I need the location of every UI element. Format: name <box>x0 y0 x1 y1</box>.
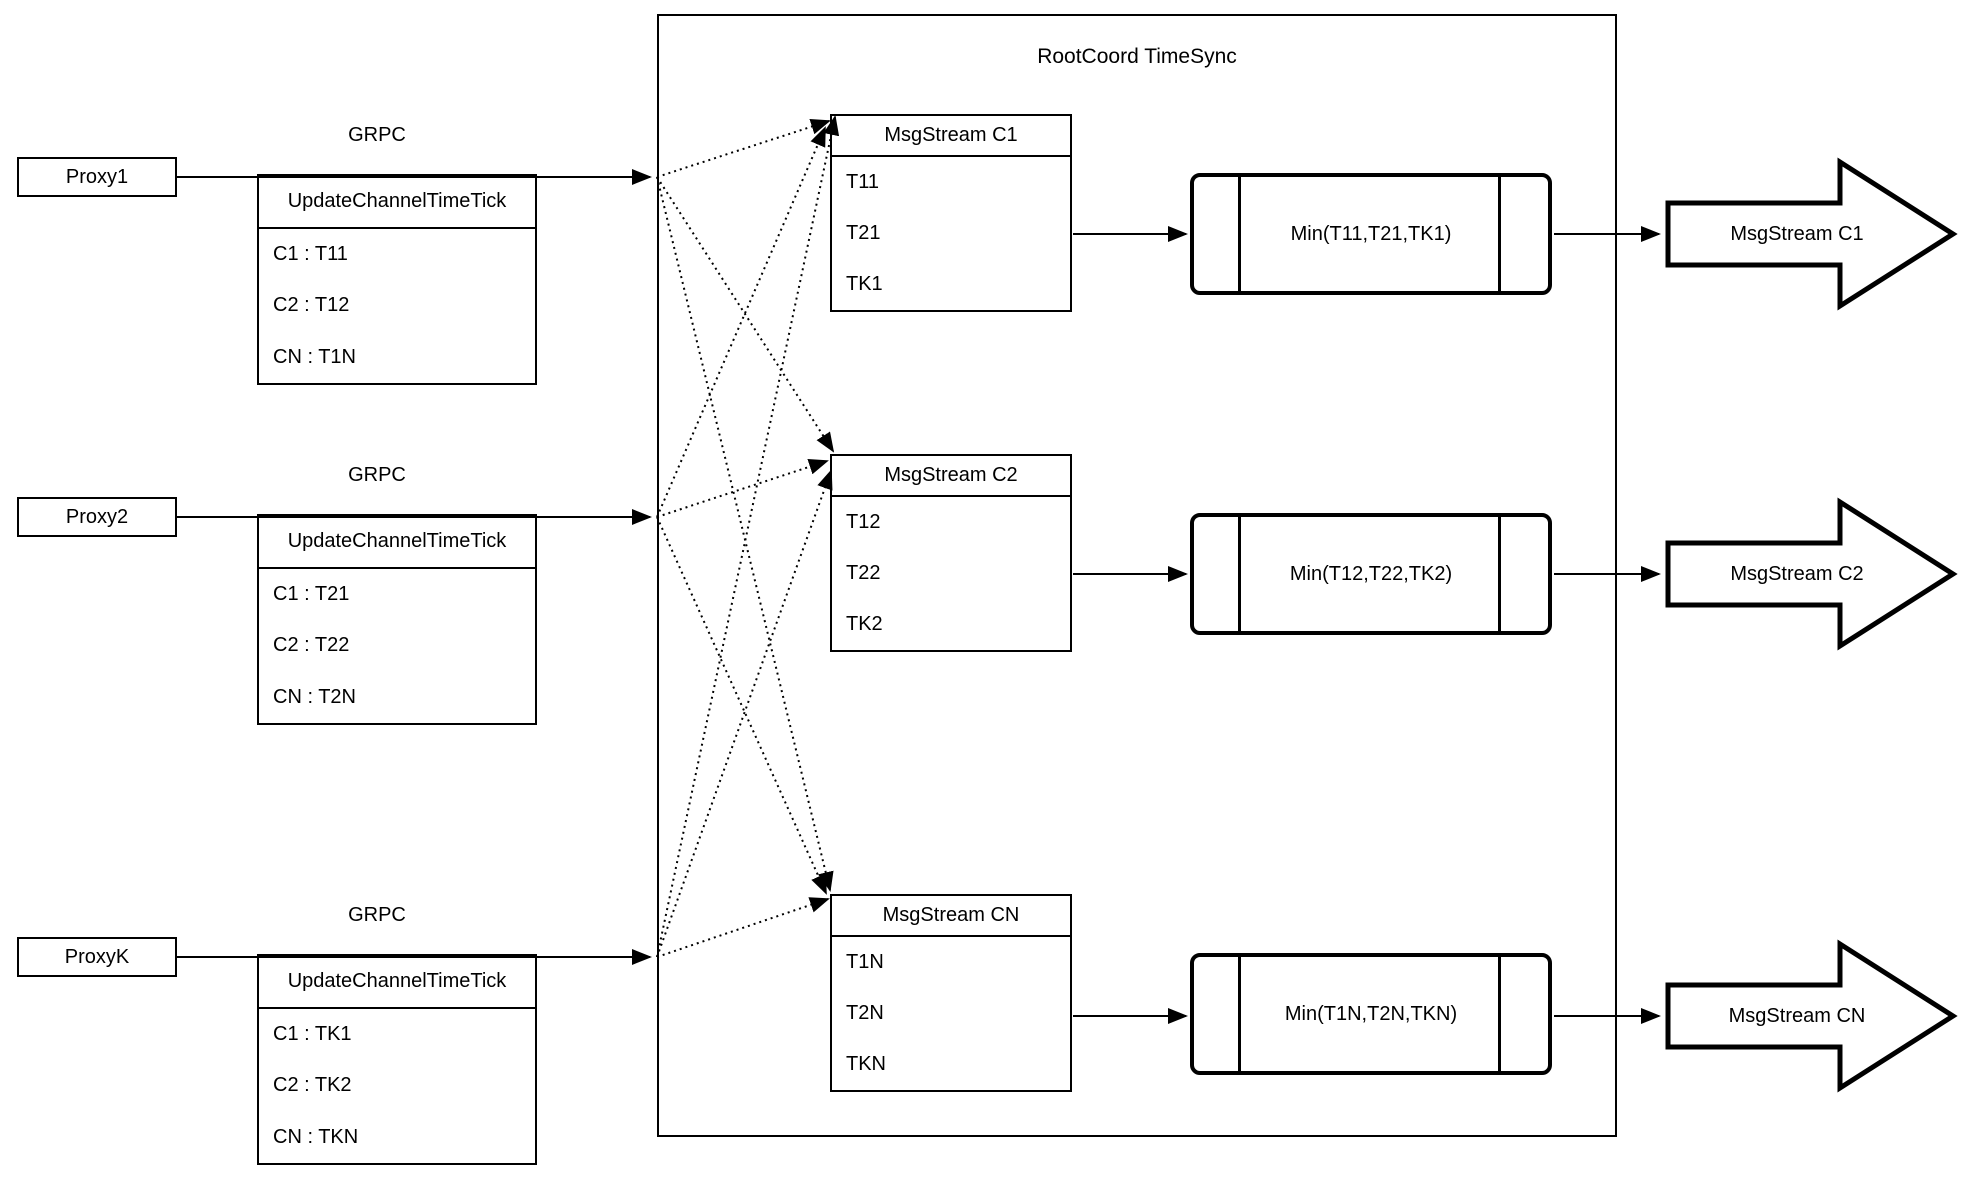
msgstream-cn-row: TKN <box>846 1053 886 1075</box>
proxy1-box: Proxy1 <box>17 157 177 197</box>
rootcoord-timesync-title: RootCoord TimeSync <box>1037 45 1237 68</box>
proxyk-timetick-table: UpdateChannelTimeTick C1 : TK1 C2 : TK2 … <box>257 954 537 1165</box>
proxyk-table-row: CN : TKN <box>273 1125 359 1148</box>
proxy1-table-row: C2 : T12 <box>273 294 350 317</box>
proxyk-table-row: C2 : TK2 <box>273 1074 352 1097</box>
msgstream-c2-row: TK2 <box>846 613 883 635</box>
msgstream-cn-table: MsgStream CN T1N T2N TKN <box>830 894 1072 1092</box>
msgstream-c1-table: MsgStream C1 T11 T21 TK1 <box>830 114 1072 312</box>
proxy2-table-header: UpdateChannelTimeTick <box>259 516 535 569</box>
min-box-cn-right-divider <box>1498 953 1501 1075</box>
min-box-c2-right-divider <box>1498 513 1501 635</box>
msgstream-c2-header: MsgStream C2 <box>832 456 1070 497</box>
min-box-c1: Min(T11,T21,TK1) <box>1190 173 1552 295</box>
min-box-c2: Min(T12,T22,TK2) <box>1190 513 1552 635</box>
msgstream-c2-table: MsgStream C2 T12 T22 TK2 <box>830 454 1072 652</box>
proxyk-table-row: C1 : TK1 <box>273 1023 352 1046</box>
msgstream-cn-header: MsgStream CN <box>832 896 1070 937</box>
min-box-c2-left-divider <box>1238 513 1241 635</box>
msgstream-c1-row: T21 <box>846 222 881 244</box>
min-box-c1-left-divider <box>1238 173 1241 295</box>
proxy2-box: Proxy2 <box>17 497 177 537</box>
proxy2-table-row: CN : T2N <box>273 685 356 708</box>
msgstream-c1-header: MsgStream C1 <box>832 116 1070 157</box>
grpc-label-2: GRPC <box>348 463 406 486</box>
proxyk-box: ProxyK <box>17 937 177 977</box>
msgstream-cn-row: T1N <box>846 951 884 973</box>
proxy1-table-row: CN : T1N <box>273 345 356 368</box>
proxy1-timetick-table: UpdateChannelTimeTick C1 : T11 C2 : T12 … <box>257 174 537 385</box>
msgstream-c1-row: T11 <box>846 171 879 193</box>
min-box-cn-left-divider <box>1238 953 1241 1075</box>
proxy1-table-row: C1 : T11 <box>273 243 348 266</box>
proxy2-table-row: C1 : T21 <box>273 583 350 606</box>
msgstream-cn-row: T2N <box>846 1002 884 1024</box>
grpc-label-3: GRPC <box>348 903 406 926</box>
grpc-label-1: GRPC <box>348 123 406 146</box>
proxyk-table-header: UpdateChannelTimeTick <box>259 956 535 1009</box>
msgstream-c1-row: TK1 <box>846 273 883 295</box>
proxy2-table-row: C2 : T22 <box>273 634 350 657</box>
msgstream-c2-row: T12 <box>846 511 881 533</box>
msgstream-c2-row: T22 <box>846 562 881 584</box>
min-box-cn: Min(T1N,T2N,TKN) <box>1190 953 1552 1075</box>
min-box-c1-right-divider <box>1498 173 1501 295</box>
proxy2-timetick-table: UpdateChannelTimeTick C1 : T21 C2 : T22 … <box>257 514 537 725</box>
proxy1-table-header: UpdateChannelTimeTick <box>259 176 535 229</box>
